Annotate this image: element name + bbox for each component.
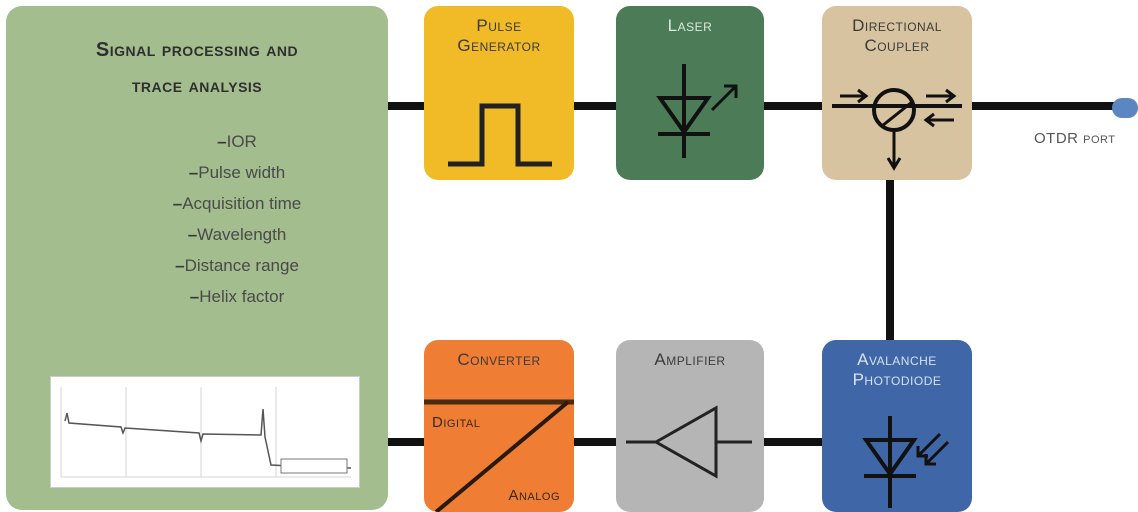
- param-item: Distance range: [86, 250, 388, 281]
- laser-diode-icon: [656, 64, 738, 158]
- amplifier-block: Amplifier: [616, 340, 764, 512]
- directional-coupler-block: Directional Coupler: [822, 6, 972, 180]
- wire-coupler-to-port: [972, 102, 1114, 110]
- pulse-generator-label: Pulse Generator: [424, 6, 574, 56]
- directional-coupler-label: Directional Coupler: [822, 6, 972, 56]
- param-item: Pulse width: [86, 157, 388, 188]
- avalanche-photodiode-label: Avalanche Photodiode: [822, 340, 972, 390]
- pulse-waveform-icon: [448, 103, 552, 167]
- wire-pulse-to-laser: [574, 102, 616, 110]
- amplifier-icon: [626, 405, 752, 479]
- wire-laser-to-coupler: [764, 102, 822, 110]
- converter-analog-label: Analog: [508, 487, 560, 504]
- wire-coupler-to-apd: [886, 180, 894, 340]
- panel-title-line1: Signal processing and: [95, 39, 299, 61]
- param-item: Acquisition time: [86, 188, 388, 219]
- otdr-trace-thumbnail: [50, 376, 360, 488]
- converter-digital-label: Digital: [432, 414, 481, 431]
- pulse-generator-label-line2: Generator: [457, 36, 541, 55]
- wire-amplifier-to-converter: [574, 438, 616, 446]
- wire-apd-to-amplifier: [764, 438, 822, 446]
- trace-plot-icon: [60, 387, 352, 478]
- avalanche-photodiode-label-line2: Photodiode: [852, 370, 942, 389]
- avalanche-photodiode-block: Avalanche Photodiode: [822, 340, 972, 512]
- amplifier-label: Amplifier: [654, 350, 726, 369]
- pulse-generator-label-line1: Pulse: [476, 16, 522, 35]
- converter-icon: [424, 399, 574, 512]
- photodiode-icon: [862, 416, 950, 508]
- parameter-list: IOR Pulse width Acquisition time Wavelen…: [86, 126, 388, 312]
- signal-processing-panel: Signal processing and trace analysis IOR…: [6, 6, 388, 510]
- laser-block: Laser: [616, 6, 764, 180]
- otdr-port-connector: [1112, 98, 1138, 118]
- directional-coupler-label-line2: Coupler: [864, 36, 930, 55]
- directional-coupler-label-line1: Directional: [852, 16, 942, 35]
- param-item: IOR: [86, 126, 388, 157]
- converter-label: Converter: [457, 350, 541, 369]
- panel-title: Signal processing and trace analysis: [6, 6, 388, 104]
- wire-panel-to-pulse: [388, 102, 424, 110]
- panel-title-line2: trace analysis: [131, 75, 263, 97]
- converter-block: Converter Digital Analog: [424, 340, 574, 512]
- param-item: Wavelength: [86, 219, 388, 250]
- avalanche-photodiode-label-line1: Avalanche: [857, 350, 937, 369]
- wire-converter-to-panel: [388, 438, 424, 446]
- otdr-port-label: OTDR port: [1034, 130, 1116, 147]
- pulse-generator-block: Pulse Generator: [424, 6, 574, 180]
- laser-label: Laser: [667, 16, 713, 35]
- param-item: Helix factor: [86, 281, 388, 312]
- coupler-icon: [832, 88, 962, 171]
